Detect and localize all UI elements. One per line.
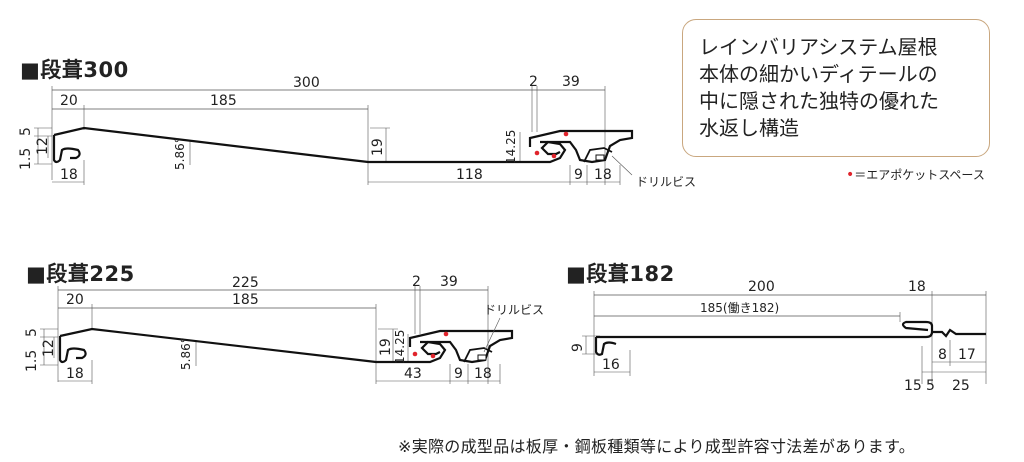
- air-pocket-legend: •＝エアポケットスペース: [846, 166, 985, 183]
- dim-5: 5: [18, 127, 34, 136]
- dim-18: 18: [66, 366, 84, 382]
- air-pocket-dot-icon: [551, 153, 557, 159]
- air-pocket-dot-icon: [563, 131, 569, 137]
- dim-43: 43: [404, 366, 422, 382]
- dim-5: 5: [926, 378, 935, 394]
- dim-25: 25: [952, 378, 970, 394]
- dim-2: 2: [412, 274, 421, 290]
- drill-screw-label: ドリルビス: [636, 175, 696, 189]
- dim-12: 12: [35, 137, 51, 155]
- dim-angle: 5.86°: [173, 137, 187, 170]
- dim-9: 9: [570, 343, 586, 352]
- drill-screw-label: ドリルビス: [484, 303, 544, 317]
- dim-angle: 5.86°: [179, 337, 193, 370]
- profile-225: [40, 286, 514, 384]
- dim-18: 18: [60, 167, 78, 183]
- note-line: 中に隠された独特の優れた: [699, 89, 939, 113]
- dim-18b: 18: [474, 366, 492, 382]
- dim-total: 300: [293, 75, 320, 91]
- air-pocket-dot-icon: [443, 331, 449, 337]
- dim-18-top: 18: [908, 279, 926, 295]
- note-line: レインバリアシステム屋根: [699, 35, 938, 59]
- section-title-225: ■段葺225: [26, 262, 135, 286]
- dim-118: 118: [456, 167, 483, 183]
- dim-12: 12: [41, 339, 57, 357]
- dim-39: 39: [562, 74, 580, 90]
- air-pocket-dot-icon: •: [846, 167, 855, 183]
- note-line: 水返し構造: [699, 116, 799, 140]
- dim-total: 225: [232, 275, 259, 291]
- air-pocket-dot-icon: [430, 353, 436, 359]
- dim-20: 20: [66, 292, 84, 308]
- air-pocket-dot-icon: [534, 150, 540, 156]
- dim-185-effective: 185(働き182): [700, 301, 779, 315]
- note-line: 本体の細かいディテールの: [699, 62, 938, 86]
- dim-15: 15: [904, 378, 922, 394]
- dim-9: 9: [574, 167, 583, 183]
- dim-1-5: 1.5: [18, 148, 34, 170]
- section-title-182: ■段葺182: [566, 262, 675, 286]
- air-pocket-markers: [412, 131, 569, 359]
- dim-200: 200: [748, 279, 775, 295]
- air-pocket-dot-icon: [412, 351, 418, 357]
- section-title-300: ■段葺300: [20, 58, 129, 82]
- feature-note-box: レインバリアシステム屋根 本体の細かいディテールの 中に隠された独特の優れた 水…: [682, 19, 990, 157]
- dim-14-25: 14.25: [504, 130, 518, 164]
- dim-18b: 18: [594, 167, 612, 183]
- dim-2: 2: [529, 74, 538, 90]
- dim-5: 5: [24, 328, 40, 337]
- dim-14-25: 14.25: [393, 330, 407, 364]
- dim-185: 185: [210, 93, 237, 109]
- dim-19: 19: [370, 138, 386, 156]
- dim-9: 9: [454, 366, 463, 382]
- profile-300: [34, 86, 634, 185]
- dim-39: 39: [440, 274, 458, 290]
- footer-note: ※実際の成型品は板厚・鋼板種類等により成型許容寸法差があります。: [398, 437, 916, 456]
- dim-8: 8: [938, 347, 947, 363]
- dim-16: 16: [602, 357, 620, 373]
- legend-text: ＝エアポケットスペース: [854, 168, 985, 182]
- dim-17: 17: [958, 347, 976, 363]
- dim-1-5: 1.5: [24, 350, 40, 372]
- dim-19: 19: [378, 338, 394, 356]
- dim-20: 20: [60, 93, 78, 109]
- profile-182: [582, 291, 987, 384]
- dim-185: 185: [232, 292, 259, 308]
